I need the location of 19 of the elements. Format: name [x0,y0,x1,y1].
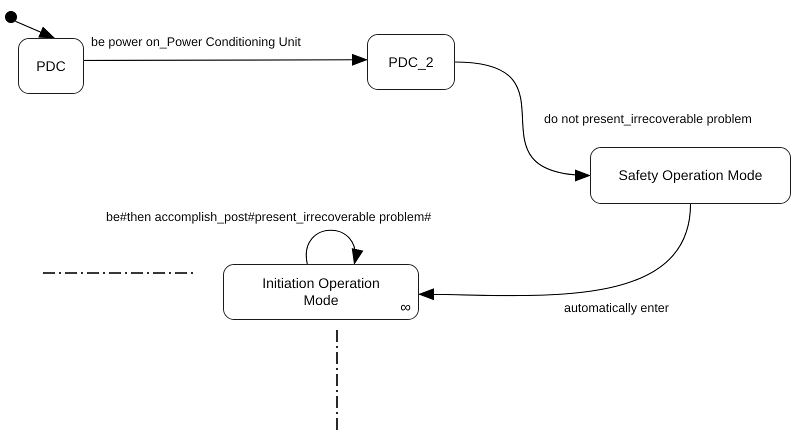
initial-state-dot [5,11,17,23]
edge-label: be power on_Power Conditioning Unit [91,35,301,50]
state-box [367,34,455,90]
transition-arrow [454,61,591,180]
state-name: Safety Operation Mode [618,167,764,184]
edge-label: automatically enter [564,301,669,316]
edge-label: do not present_irrecoverable problem [544,112,752,127]
edge-label: be#then accomplish_post#present_irrecoverable problem# [106,210,432,225]
transition-arrow [418,204,692,300]
transition-arrow [15,20,56,38]
symbol: ∞ [400,300,411,315]
state-name: Initiation Operation Mode [261,275,381,309]
state-name: PDC_2 [388,54,434,70]
transition-arrow [84,54,368,66]
state-name: PDC [36,58,66,74]
state-box [223,264,419,320]
state-box [18,38,84,94]
state-box [590,147,791,204]
transition-arrow [306,230,362,265]
